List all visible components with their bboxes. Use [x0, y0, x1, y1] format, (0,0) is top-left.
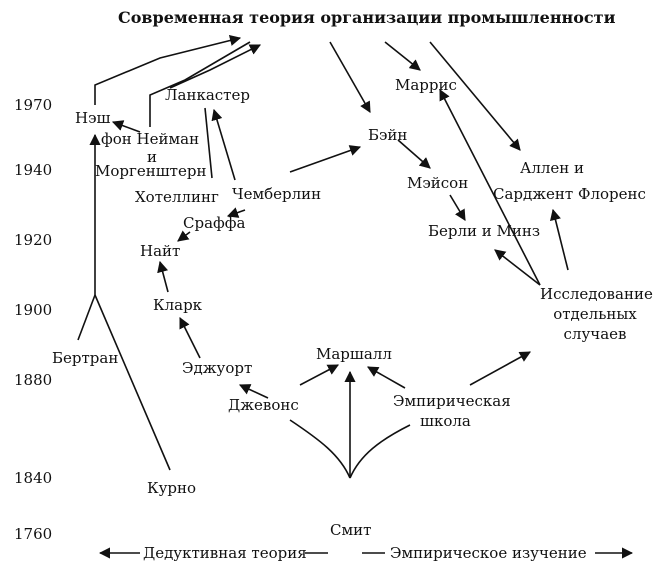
edge-neumann-nash: [111, 120, 141, 133]
edge-knight-clark: [157, 260, 169, 293]
footer-empirical-label: Эмпирическое изучение: [390, 544, 587, 562]
footer-deductive-label: Дедуктивная теория: [143, 544, 307, 562]
edge-smith-empirical: [349, 424, 411, 479]
node-clark: Кларк: [153, 296, 203, 314]
node-empirical-school-line2: школа: [420, 412, 471, 430]
node-cournot: Курно: [147, 479, 197, 497]
year-label: 1760: [14, 525, 53, 543]
year-label: 1840: [14, 469, 53, 487]
edge-empirical-marshall: [367, 366, 406, 389]
node-case-studies-line2: отдельных: [553, 305, 637, 323]
edge-smith-jevons: [289, 419, 351, 479]
node-mason: Мэйсон: [407, 174, 469, 192]
year-label: 1920: [14, 231, 53, 249]
edge-allen-title: [429, 41, 521, 151]
node-lancaster: Ланкастер: [165, 86, 250, 104]
node-smith: Смит: [330, 521, 372, 539]
edge-jevons-marshall: [299, 364, 339, 386]
edge-case-marris-line: [439, 89, 541, 286]
edge-cournot-fork: [94, 294, 171, 471]
node-marris: Маррис: [395, 76, 457, 94]
node-hotelling: Хотеллинг: [135, 188, 219, 206]
node-bertrand: Бертран: [52, 349, 119, 367]
edge-bertrand-fork: [77, 294, 96, 341]
node-chamberlin: Чемберлин: [232, 185, 322, 203]
edge-case-berle: [494, 249, 541, 286]
year-label: 1880: [14, 371, 53, 389]
node-jevons: Джевонс: [228, 396, 299, 414]
node-allen-line1: Аллен и: [520, 159, 585, 177]
edge-marris-title: [384, 41, 421, 71]
node-neumann-line3: Моргенштерн: [95, 162, 207, 180]
edge-nash-title: [94, 35, 242, 105]
edge-empirical-case: [469, 351, 531, 386]
edge-mason-bain: [397, 139, 431, 169]
year-label: 1940: [14, 161, 53, 179]
edge-chamberlin-sraffa: [226, 207, 246, 218]
year-label: 1970: [14, 96, 53, 114]
edge-chamberlin-bain: [289, 145, 362, 173]
node-neumann-line2: и: [147, 148, 157, 166]
edge-neumann-title: [149, 41, 251, 127]
node-nash: Нэш: [75, 109, 111, 127]
node-knight: Найт: [140, 242, 181, 260]
edge-chamberlin-lancaster: [211, 108, 236, 181]
node-case-studies-line3: случаев: [563, 325, 627, 343]
node-edgeworth: Эджуорт: [182, 359, 253, 377]
edge-case-allen: [550, 208, 569, 271]
diagram-title: Современная теория организации промышлен…: [118, 8, 616, 27]
year-label: 1900: [14, 301, 53, 319]
edge-berle-mason: [449, 194, 466, 221]
edge-hotelling-lancaster: [204, 107, 213, 179]
node-case-studies-line1: Исследование: [540, 285, 653, 303]
node-neumann-line1: фон Нейман: [101, 130, 200, 148]
edge-lancaster-title: [169, 44, 262, 89]
node-empirical-school-line1: Эмпирическая: [393, 392, 511, 410]
node-berle-means: Берли и Минз: [428, 222, 541, 240]
edge-bain-title: [329, 41, 371, 113]
node-sraffa: Сраффа: [183, 214, 246, 232]
edge-sraffa-knight: [177, 230, 191, 242]
edge-edgeworth-jevons: [238, 384, 269, 399]
node-marshall: Маршалл: [316, 345, 392, 363]
node-bain: Бэйн: [368, 126, 408, 144]
edge-clark-edgeworth: [179, 316, 201, 359]
node-allen-line2: Сарджент Флоренс: [493, 185, 646, 203]
